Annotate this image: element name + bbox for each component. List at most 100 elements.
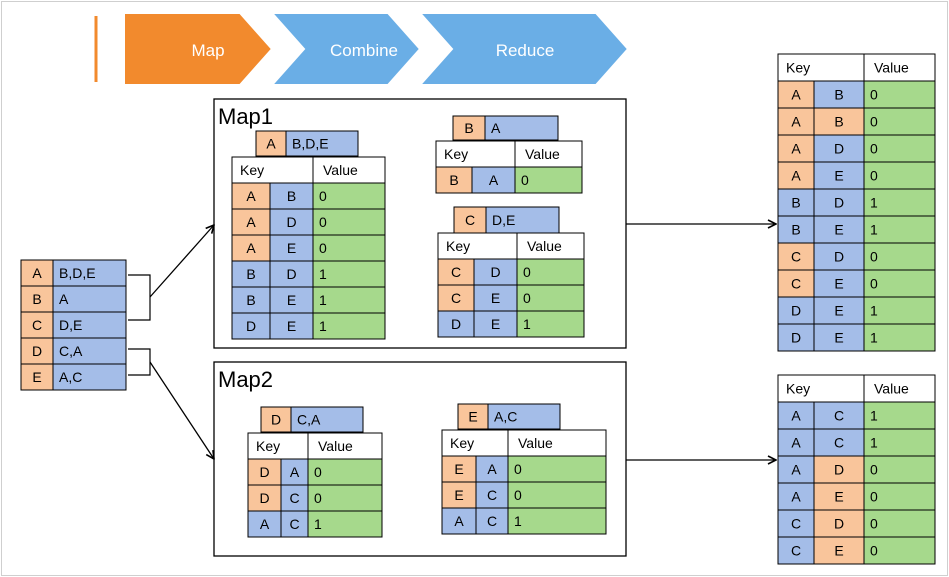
- head-value-cell: [487, 403, 561, 430]
- key1-text: C: [451, 290, 461, 306]
- head-key-cell: [452, 115, 486, 141]
- key2-text: C: [834, 435, 844, 451]
- key1-cell: [777, 482, 815, 511]
- arrow-input-to-map1: [149, 225, 214, 298]
- input-key-text: A: [32, 265, 42, 281]
- key2-cell: [269, 234, 314, 262]
- key2-text: D: [286, 214, 296, 230]
- map1-group-c-table-header-bg: [437, 232, 585, 260]
- key1-text: E: [454, 487, 463, 503]
- head-value-cell: [485, 206, 560, 234]
- value-text: 1: [870, 330, 878, 346]
- value-header: Value: [874, 60, 909, 76]
- key1-cell: [231, 260, 271, 288]
- input-value-cell: [52, 259, 127, 287]
- value-cell: [312, 182, 386, 210]
- input-value-text: C,A: [59, 343, 83, 359]
- table-row: D C,A: [20, 337, 127, 365]
- value-text: 1: [314, 516, 322, 532]
- key2-cell: [269, 260, 314, 288]
- key2-text: D: [490, 264, 500, 280]
- key1-cell: [777, 455, 815, 484]
- input-value-cell: [52, 285, 127, 313]
- head-value-text: B,D,E: [292, 136, 329, 152]
- value-cell: [507, 455, 607, 483]
- pipeline-step-label: Combine: [330, 41, 398, 60]
- key1-cell: [435, 166, 473, 194]
- value-cell: [307, 458, 383, 486]
- pipeline-step-label: Reduce: [496, 41, 555, 60]
- value-text: 1: [870, 408, 878, 424]
- key2-cell: [473, 284, 518, 312]
- key2-text: E: [834, 222, 843, 238]
- key1-text: B: [449, 172, 458, 188]
- value-text: 0: [319, 240, 327, 256]
- value-cell: [307, 484, 383, 512]
- key1-cell: [441, 507, 477, 535]
- head-key-cell: [453, 206, 487, 234]
- key2-cell: [813, 80, 865, 109]
- key1-text: A: [246, 214, 256, 230]
- map1-title: Map1: [218, 104, 273, 129]
- value-cell: [863, 242, 936, 271]
- value-text: 0: [870, 276, 878, 292]
- input-key-cell: [20, 337, 54, 365]
- value-cell: [312, 286, 386, 314]
- value-text: 0: [523, 290, 531, 306]
- key2-text: A: [487, 461, 497, 477]
- input-value-text: A,C: [59, 369, 82, 385]
- key2-cell: [475, 481, 509, 509]
- value-cell: [516, 284, 585, 312]
- head-key-cell: [255, 130, 287, 157]
- value-cell: [312, 260, 386, 288]
- input-value-text: D,E: [59, 317, 82, 333]
- key2-text: E: [834, 543, 843, 559]
- map1-group-b-table-header-bg: [435, 140, 583, 168]
- value-text: 1: [319, 292, 327, 308]
- value-text: 1: [523, 316, 531, 332]
- key1-text: B: [246, 292, 255, 308]
- value-text: 0: [870, 168, 878, 184]
- key1-cell: [777, 269, 815, 298]
- key2-cell: [280, 458, 309, 486]
- value-cell: [312, 312, 386, 340]
- key1-cell: [437, 310, 475, 338]
- key2-text: E: [287, 318, 296, 334]
- key2-text: D: [286, 266, 296, 282]
- key-header: Key: [450, 435, 474, 451]
- head-key-text: C: [465, 212, 475, 228]
- key2-cell: [813, 107, 865, 136]
- head-key-text: E: [468, 409, 477, 425]
- key1-text: D: [451, 316, 461, 332]
- key1-text: D: [259, 464, 269, 480]
- key1-text: A: [791, 114, 801, 130]
- key-header: Key: [786, 381, 810, 397]
- head-key-text: B: [464, 120, 473, 136]
- value-header: Value: [874, 381, 909, 397]
- value-text: 1: [870, 195, 878, 211]
- input-key-text: D: [32, 343, 42, 359]
- head-value-text: D,E: [492, 212, 515, 228]
- key-header: Key: [786, 60, 810, 76]
- key2-text: B: [287, 188, 296, 204]
- value-text: 0: [319, 214, 327, 230]
- value-cell: [863, 401, 936, 430]
